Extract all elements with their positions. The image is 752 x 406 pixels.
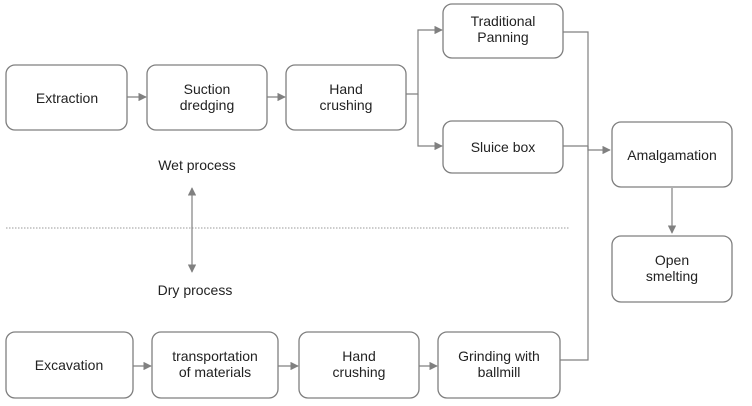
line-panning-to-amalgamation (563, 31, 611, 155)
node-hand-crushing-wet: Hand crushing (285, 64, 407, 131)
branch-line-wet (406, 25, 443, 95)
node-grinding-ballmill-line-2: ballmill (478, 364, 521, 380)
node-excavation-line-1: Excavation (35, 357, 103, 373)
node-traditional-panning-line-2: Panning (477, 29, 528, 45)
node-extraction: Extraction (5, 64, 128, 131)
node-hand-crushing-dry-line-2: crushing (333, 364, 386, 380)
node-hand-crushing-dry-line-1: Hand (342, 348, 375, 364)
node-hand-crushing-dry: Hand crushing (298, 331, 420, 399)
node-transportation-line-2: of materials (179, 364, 251, 380)
node-traditional-panning: Traditional Panning (442, 3, 564, 59)
node-traditional-panning-line-1: Traditional (471, 13, 536, 29)
node-extraction-line-1: Extraction (36, 90, 98, 106)
node-open-smelting-line-1: Open (655, 252, 689, 268)
node-hand-crushing-wet-line-2: crushing (320, 97, 373, 113)
node-suction-dredging-line-2: dredging (180, 97, 235, 113)
branch-line-sluice (417, 94, 443, 151)
node-excavation: Excavation (5, 331, 134, 399)
node-amalgamation-line-1: Amalgamation (627, 147, 717, 163)
wet-process-label: Wet process (158, 157, 236, 173)
line-grinding-to-collector (560, 146, 589, 361)
node-sluice-box: Sluice box (442, 120, 564, 174)
node-sluice-box-line-1: Sluice box (471, 139, 536, 155)
node-open-smelting-line-2: smelting (646, 268, 698, 284)
node-hand-crushing-wet-line-1: Hand (329, 81, 362, 97)
node-suction-dredging-line-1: Suction (184, 81, 231, 97)
node-amalgamation: Amalgamation (611, 121, 733, 188)
node-grinding-ballmill: Grinding with ballmill (437, 331, 561, 399)
node-grinding-ballmill-line-1: Grinding with (458, 348, 540, 364)
node-transportation-line-1: transportation (172, 348, 258, 364)
node-transportation: transportation of materials (151, 331, 279, 399)
node-suction-dredging: Suction dredging (146, 64, 268, 131)
connectors (127, 25, 677, 371)
dry-process-label: Dry process (158, 282, 233, 298)
node-open-smelting: Open smelting (611, 235, 733, 303)
